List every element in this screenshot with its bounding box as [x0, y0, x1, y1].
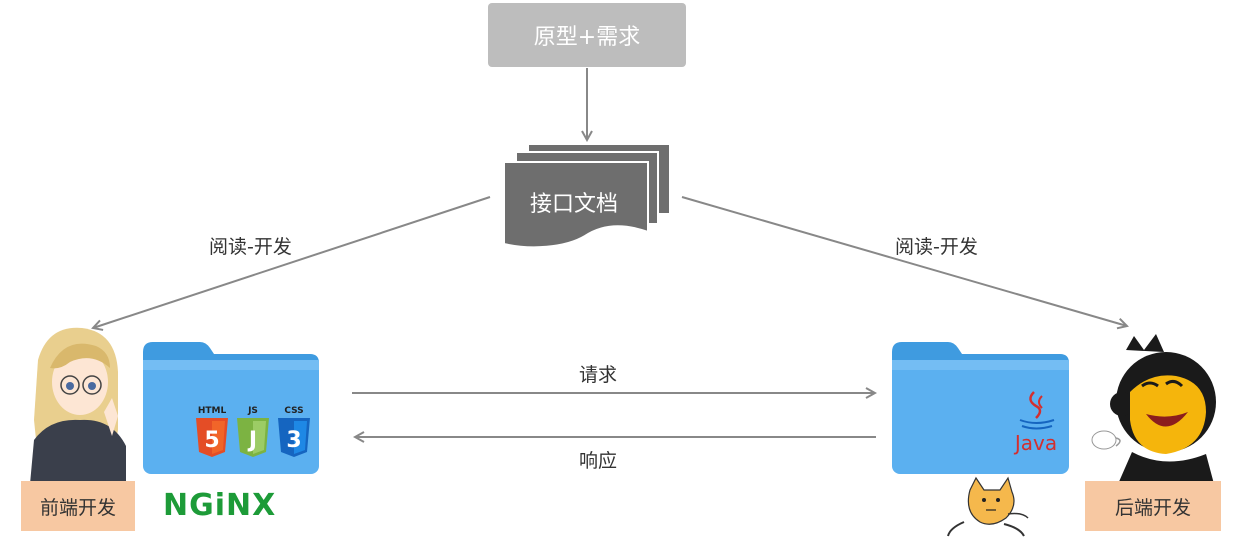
frontend-label: 前端开发 — [39, 496, 116, 519]
frontend-tag: 前端开发 — [21, 481, 135, 531]
arrow-doc-to-backend — [681, 196, 1127, 326]
tomcat-icon — [947, 476, 1029, 537]
html5-digit: 5 — [204, 428, 219, 453]
edge-label-read-dev-left: 阅读-开发 — [209, 236, 292, 258]
backend-label: 后端开发 — [1114, 496, 1191, 519]
frontend-developer-avatar — [30, 327, 126, 484]
edge-label-response: 响应 — [579, 450, 618, 472]
nginx-logo: NGiNX — [163, 488, 277, 523]
java-caption: Java — [1013, 431, 1057, 455]
js-digit: J — [247, 428, 257, 453]
arrow-doc-to-frontend — [93, 196, 491, 328]
backend-folder-icon — [892, 342, 1069, 474]
frontend-folder-icon — [143, 342, 319, 474]
api-doc-stack — [503, 143, 671, 249]
js-caption: JS — [247, 406, 258, 416]
api-doc-label: 接口文档 — [529, 192, 618, 217]
html-caption: HTML — [198, 406, 227, 416]
prototype-label: 原型+需求 — [533, 25, 641, 50]
js-icon — [237, 418, 269, 457]
html5-icon — [196, 418, 228, 457]
css3-digit: 3 — [286, 428, 301, 453]
css-caption: CSS — [284, 406, 303, 416]
edge-label-read-dev-right: 阅读-开发 — [895, 236, 978, 258]
backend-developer-avatar — [1091, 334, 1216, 484]
css3-icon — [278, 418, 310, 457]
edge-label-request: 请求 — [579, 364, 618, 386]
backend-tag: 后端开发 — [1085, 481, 1221, 531]
prototype-node: 原型+需求 — [488, 3, 686, 67]
java-icon — [1019, 391, 1055, 430]
